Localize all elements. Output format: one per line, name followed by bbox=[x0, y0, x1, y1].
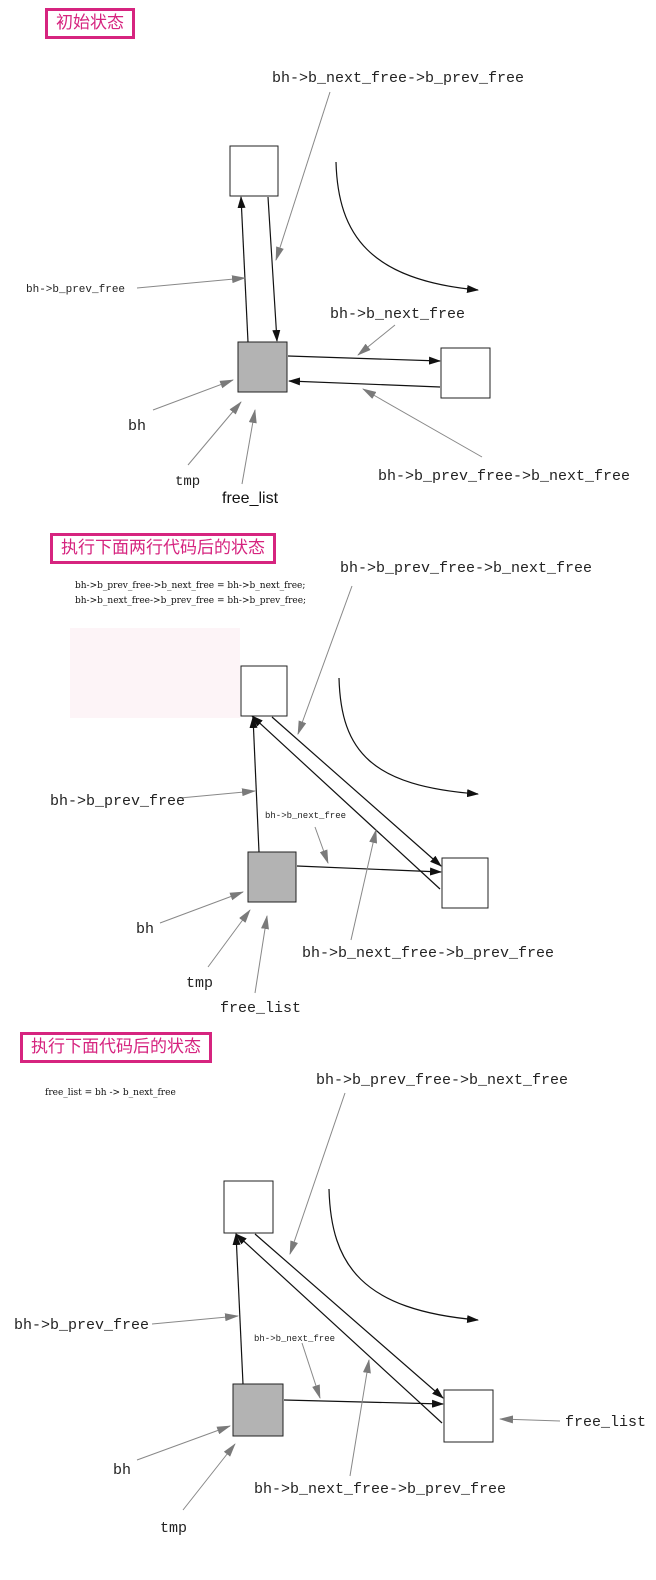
link-prev-to-bh bbox=[267, 196, 281, 342]
node-bh bbox=[237, 341, 288, 393]
label-bh: bh bbox=[113, 1462, 131, 1479]
ptr-next-prev bbox=[349, 1359, 371, 1477]
curve-arrow bbox=[335, 161, 479, 293]
label-next-free: bh->b_next_free bbox=[330, 306, 465, 323]
label-next-free: bh->b_next_free bbox=[265, 811, 346, 821]
label-prev-free: bh->b_prev_free bbox=[26, 284, 125, 296]
panel-2-code-line-1: bh->b_prev_free->b_next_free = bh->b_nex… bbox=[75, 581, 306, 591]
ptr-bh bbox=[159, 891, 244, 924]
link-bh-to-prev bbox=[237, 196, 249, 343]
ptr-tmp bbox=[187, 401, 242, 466]
label-prev-free: bh->b_prev_free bbox=[50, 793, 185, 810]
link-bh-to-next bbox=[283, 1399, 444, 1408]
panel-2-title: 执行下面两行代码后的状态 bbox=[50, 533, 276, 564]
node-prev bbox=[223, 1180, 274, 1234]
ptr-prev-free bbox=[136, 275, 246, 289]
ptr-next-prev bbox=[275, 91, 331, 261]
panel-3-diagram: bh->b_prev_free->b_next_free bh->b_prev_… bbox=[14, 1072, 646, 1537]
node-bh bbox=[247, 851, 297, 903]
panel-1-title: 初始状态 bbox=[45, 8, 135, 39]
ptr-next-prev bbox=[350, 829, 378, 941]
link-next-to-prev bbox=[251, 715, 441, 890]
label-next-prev: bh->b_next_free->b_prev_free bbox=[254, 1481, 506, 1498]
node-prev bbox=[240, 665, 288, 717]
ptr-tmp bbox=[207, 909, 251, 968]
link-bh-to-prev bbox=[232, 1233, 244, 1385]
label-free-list: free_list bbox=[220, 1000, 301, 1017]
ptr-free-list bbox=[241, 409, 257, 485]
node-next bbox=[441, 857, 489, 909]
ptr-prev-free bbox=[151, 1313, 239, 1325]
node-prev bbox=[229, 145, 279, 197]
panel-1-diagram: bh->b_next_free->b_prev_free bh->b_prev_… bbox=[26, 70, 630, 507]
link-next-to-bh bbox=[288, 377, 441, 388]
ptr-prev-next bbox=[362, 388, 483, 458]
label-next-prev: bh->b_next_free->b_prev_free bbox=[272, 70, 524, 87]
label-free-list: free_list bbox=[222, 490, 279, 507]
label-tmp: tmp bbox=[175, 474, 200, 490]
link-bh-to-next bbox=[296, 865, 442, 876]
label-prev-free: bh->b_prev_free bbox=[14, 1317, 149, 1334]
ptr-prev-next bbox=[297, 585, 353, 735]
ptr-prev-free bbox=[179, 788, 256, 799]
ptr-free-list bbox=[499, 1415, 561, 1424]
panel-2-diagram: bh->b_prev_free->b_next_free bh->b_prev_… bbox=[50, 560, 592, 1017]
link-prev-to-next bbox=[271, 716, 442, 867]
node-next bbox=[443, 1389, 494, 1443]
link-bh-to-prev bbox=[249, 716, 260, 853]
label-bh: bh bbox=[128, 418, 146, 435]
background-smudge bbox=[70, 628, 240, 718]
label-prev-next: bh->b_prev_free->b_next_free bbox=[316, 1072, 568, 1089]
ptr-bh bbox=[152, 379, 234, 411]
ptr-next-free bbox=[357, 324, 396, 356]
label-prev-next: bh->b_prev_free->b_next_free bbox=[340, 560, 592, 577]
ptr-next-free bbox=[314, 826, 329, 864]
curve-arrow bbox=[338, 677, 479, 798]
panel-2-code-line-2: bh->b_next_free->b_prev_free = bh->b_pre… bbox=[75, 596, 307, 606]
node-bh bbox=[232, 1383, 284, 1437]
curve-arrow bbox=[328, 1188, 479, 1324]
label-bh: bh bbox=[136, 921, 154, 938]
label-tmp: tmp bbox=[160, 1520, 187, 1537]
label-tmp: tmp bbox=[186, 975, 213, 992]
label-next-free: bh->b_next_free bbox=[254, 1334, 335, 1344]
link-next-to-prev bbox=[235, 1233, 443, 1424]
ptr-free-list bbox=[254, 915, 269, 994]
ptr-prev-next bbox=[289, 1092, 346, 1255]
label-free-list: free_list bbox=[565, 1414, 646, 1431]
link-bh-to-next bbox=[287, 355, 441, 365]
ptr-bh bbox=[136, 1425, 231, 1461]
node-next bbox=[440, 347, 491, 399]
panel-3-title: 执行下面代码后的状态 bbox=[20, 1032, 212, 1063]
ptr-tmp bbox=[182, 1443, 236, 1511]
label-next-prev: bh->b_next_free->b_prev_free bbox=[302, 945, 554, 962]
link-prev-to-next bbox=[254, 1233, 444, 1399]
panel-3-code-line: free_list = bh -> b_next_free bbox=[45, 1088, 176, 1098]
label-prev-next: bh->b_prev_free->b_next_free bbox=[378, 468, 630, 485]
ptr-next-free bbox=[301, 1342, 321, 1399]
